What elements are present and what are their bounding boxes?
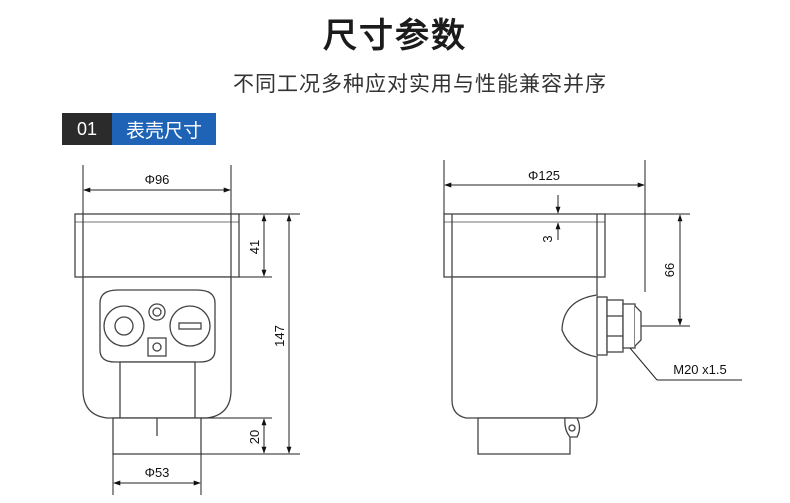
section-header: 01 表壳尺寸 xyxy=(62,113,216,145)
page-subtitle: 不同工况多种应对实用与性能兼容并序 xyxy=(233,73,607,96)
gland-dome xyxy=(561,294,598,358)
neck-height-label: 20 xyxy=(247,430,262,444)
slot xyxy=(178,322,202,330)
cap-height-label: 41 xyxy=(247,240,262,254)
total-height-label: 147 xyxy=(272,325,287,347)
gland-body xyxy=(606,299,624,353)
base-diameter-label: Φ53 xyxy=(145,465,170,480)
front-view xyxy=(74,213,240,455)
side-height-label: 66 xyxy=(662,263,677,277)
side-width-label: Φ125 xyxy=(528,168,560,183)
gland-nut xyxy=(596,296,608,356)
section-title: 表壳尺寸 xyxy=(112,113,216,145)
side-dimensions xyxy=(443,160,742,381)
gland-thread-label: M20 x1.5 xyxy=(673,362,726,377)
side-cap xyxy=(443,213,606,278)
width-label: Φ96 xyxy=(145,172,170,187)
side-view xyxy=(443,213,642,455)
left-knob-center xyxy=(114,316,134,336)
side-body xyxy=(451,276,598,419)
gland-cap xyxy=(622,303,636,349)
lip-label: 3 xyxy=(540,235,555,242)
page-title: 尺寸参数 xyxy=(323,17,467,55)
front-dimensions xyxy=(82,165,300,495)
front-cap xyxy=(74,213,240,278)
section-number: 01 xyxy=(62,113,112,145)
side-neck xyxy=(477,417,571,455)
